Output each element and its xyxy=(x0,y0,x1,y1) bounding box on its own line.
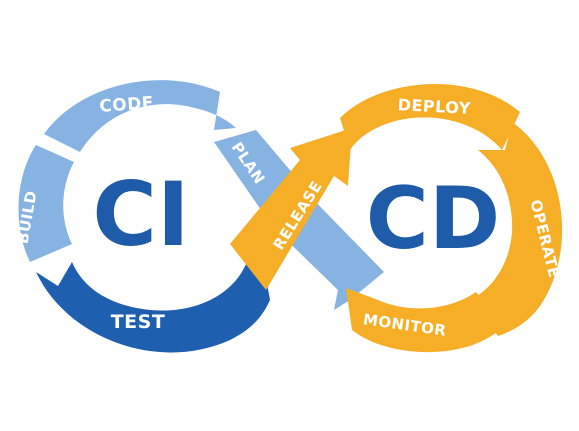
ci-label: CI xyxy=(92,163,189,266)
deploy-segment xyxy=(340,84,520,150)
ci-center-circle xyxy=(65,133,221,289)
test-label: TEST xyxy=(111,311,166,333)
release-segment xyxy=(230,128,352,290)
cd-label: CD xyxy=(366,169,501,269)
operate-segment xyxy=(470,122,563,336)
deploy-label: DEPLOY xyxy=(397,95,471,118)
monitor-segment xyxy=(346,288,504,353)
build-segment xyxy=(18,145,74,262)
code-label: CODE xyxy=(99,93,155,117)
code-segment xyxy=(44,80,236,152)
test-segment xyxy=(36,256,270,353)
cd-center-circle xyxy=(372,150,500,278)
